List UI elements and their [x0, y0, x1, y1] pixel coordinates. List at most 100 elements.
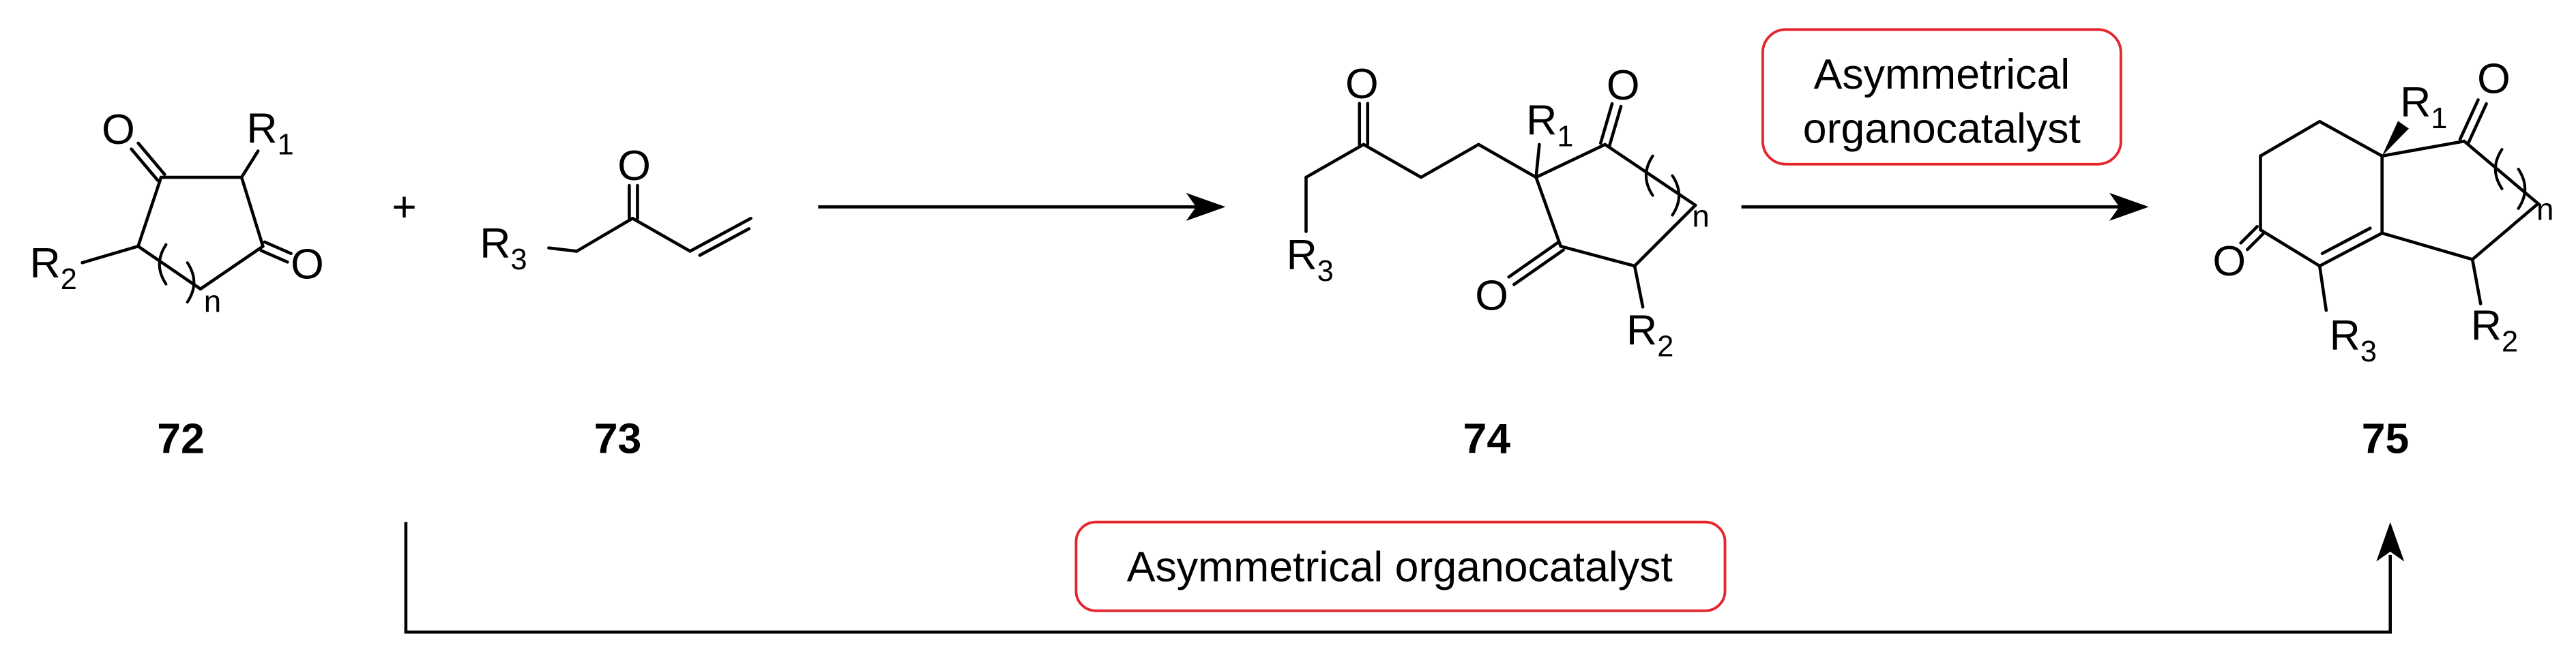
bond — [136, 175, 163, 248]
substituent-r1: R1 — [1526, 96, 1573, 153]
substituent-index: 2 — [2502, 325, 2518, 358]
bond — [1419, 142, 1480, 179]
compound-72-structure: n O O R1 R2 — [30, 104, 324, 318]
double-bond — [2458, 98, 2480, 141]
double-bond — [1507, 241, 1560, 279]
bond — [1559, 244, 1637, 268]
reaction-arrow-2 — [1741, 192, 2149, 221]
double-bond — [698, 227, 751, 257]
substituent-symbol: R — [246, 104, 277, 152]
catalyst-box-stepwise: Asymmetrical organocatalyst — [1761, 28, 2122, 166]
bond — [239, 175, 265, 248]
substituent-r2: R2 — [1626, 307, 1673, 363]
double-bond — [2245, 231, 2266, 252]
oxygen-atom: O — [2212, 237, 2246, 285]
bracket-open — [2493, 148, 2504, 190]
bond — [1534, 142, 1607, 179]
bracket-close — [2517, 167, 2527, 210]
arrow-head — [1186, 192, 1226, 221]
reaction-arrow-1 — [818, 192, 1226, 221]
double-bond — [136, 141, 166, 177]
substituent-r2: R2 — [2471, 301, 2518, 358]
bracket-close — [186, 261, 196, 304]
bond — [2380, 231, 2474, 261]
double-bond — [263, 240, 293, 256]
bond — [1477, 142, 1538, 179]
double-bond — [2317, 231, 2384, 268]
arrow-head — [2109, 192, 2149, 221]
oxygen-atom: O — [1475, 271, 1508, 319]
ring-index-n: n — [204, 284, 221, 319]
arrow-path — [404, 522, 2392, 634]
bond-to-r2 — [2470, 258, 2483, 305]
compound-label-73: 73 — [594, 415, 642, 463]
double-bond — [1598, 102, 1614, 145]
double-bond — [1607, 104, 1623, 148]
ring-index-n: n — [1692, 198, 1709, 233]
substituent-symbol: R — [2471, 301, 2502, 349]
catalyst-label: Asymmetrical organocatalyst — [1127, 543, 1673, 590]
substituent-index: 1 — [2431, 102, 2447, 135]
double-bond — [2239, 225, 2259, 245]
one-pot-arrow — [404, 522, 2405, 634]
substituent-symbol: R — [2330, 312, 2360, 359]
substituent-r3: R3 — [480, 220, 527, 276]
catalyst-label-line2: organocatalyst — [1803, 104, 2081, 152]
arrow-head — [2376, 522, 2405, 562]
catalyst-box-direct: Asymmetrical organocatalyst — [1074, 520, 1727, 612]
bond — [136, 244, 203, 291]
oxygen-atom: O — [2477, 55, 2511, 103]
compound-label-74: 74 — [1463, 415, 1511, 463]
bond — [2317, 119, 2384, 158]
compound-74-structure: n O O O R1 R3 R2 — [1287, 60, 1710, 363]
bond — [1362, 142, 1423, 179]
bond-to-r2 — [1633, 264, 1645, 309]
catalyst-label-line1: Asymmetrical — [1814, 50, 2070, 98]
stereo-wedge — [2382, 121, 2409, 156]
substituent-symbol: R — [30, 239, 61, 287]
bond — [1603, 142, 1697, 207]
bond-to-r1 — [239, 149, 260, 179]
double-bond — [688, 216, 752, 253]
compound-75-structure: n O O R1 R3 R2 — [2212, 55, 2553, 368]
catalyst-box-border — [1074, 520, 1727, 612]
oxygen-atom: O — [1607, 61, 1640, 109]
substituent-index: 3 — [2360, 335, 2377, 368]
substituent-r3: R3 — [1287, 231, 1334, 288]
compound-label-72: 72 — [157, 415, 205, 463]
bond — [630, 216, 692, 253]
substituent-index: 2 — [1657, 331, 1673, 363]
catalyst-box-border — [1761, 28, 2122, 166]
plus-sign: + — [392, 183, 417, 230]
substituent-index: 3 — [511, 243, 527, 276]
substituent-r2: R2 — [30, 239, 77, 296]
double-bond — [1512, 248, 1565, 286]
compound-label-75: 75 — [2362, 415, 2410, 463]
substituent-symbol: R — [1526, 96, 1557, 144]
bond-to-r2 — [80, 244, 140, 265]
bond — [2259, 119, 2322, 158]
substituent-symbol: R — [1626, 307, 1657, 355]
substituent-symbol: R — [2400, 78, 2431, 126]
oxygen-atom: O — [617, 142, 651, 190]
bracket-open — [158, 243, 168, 286]
double-bond — [2320, 226, 2372, 256]
substituent-r3: R3 — [2330, 312, 2377, 368]
substituent-r1: R1 — [2400, 78, 2447, 135]
substituent-index: 3 — [1317, 255, 1334, 288]
substituent-index: 1 — [278, 128, 294, 161]
oxygen-atom: O — [291, 241, 324, 288]
substituent-r1: R1 — [246, 104, 293, 161]
oxygen-atom: O — [102, 106, 135, 153]
bond — [2470, 202, 2540, 261]
oxygen-atom: O — [1345, 60, 1379, 108]
bond — [199, 244, 265, 291]
bond — [1633, 203, 1697, 268]
bracket-close — [1671, 174, 1681, 217]
double-bond — [130, 147, 160, 182]
substituent-index: 2 — [61, 263, 77, 296]
substituent-symbol: R — [1287, 231, 1317, 279]
bond-to-r3 — [2317, 264, 2328, 312]
bond — [2259, 228, 2322, 268]
